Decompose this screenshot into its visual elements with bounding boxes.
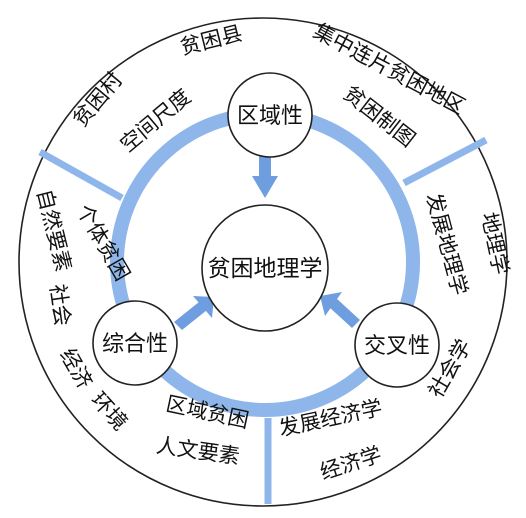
node-cross-label: 交叉性 — [364, 334, 430, 359]
outer-village: 贫困村 — [68, 68, 127, 132]
center-circle — [201, 204, 329, 332]
outer-economy: 经济 — [55, 344, 97, 392]
arc-human-elements: 人文要素 — [155, 433, 242, 468]
outer-environment: 环境 — [86, 388, 132, 435]
arc-dev-geography: 发展地理学 — [422, 190, 472, 298]
outer-contiguous-region: 集中连片贫困地区 — [309, 19, 469, 119]
node-comprehensive — [92, 300, 178, 386]
divider-right — [402, 136, 488, 187]
arrow-left — [174, 296, 214, 330]
outer-geography: 地理学 — [477, 210, 514, 277]
outer-natural-elements: 自然要素 — [32, 187, 76, 274]
outer-society: 社会 — [45, 283, 75, 328]
center-label: 贫困地理学 — [208, 256, 323, 282]
outer-county: 贫困县 — [178, 21, 245, 60]
arrow-top — [252, 156, 278, 198]
node-cross — [354, 302, 440, 388]
divider-left — [38, 148, 124, 202]
node-regional — [227, 72, 313, 158]
node-comprehensive-label: 综合性 — [102, 332, 168, 357]
node-regional-label: 区域性 — [237, 104, 303, 129]
arrow-right — [320, 292, 360, 328]
outer-circle — [18, 17, 508, 507]
outer-economics: 经济学 — [317, 442, 384, 484]
